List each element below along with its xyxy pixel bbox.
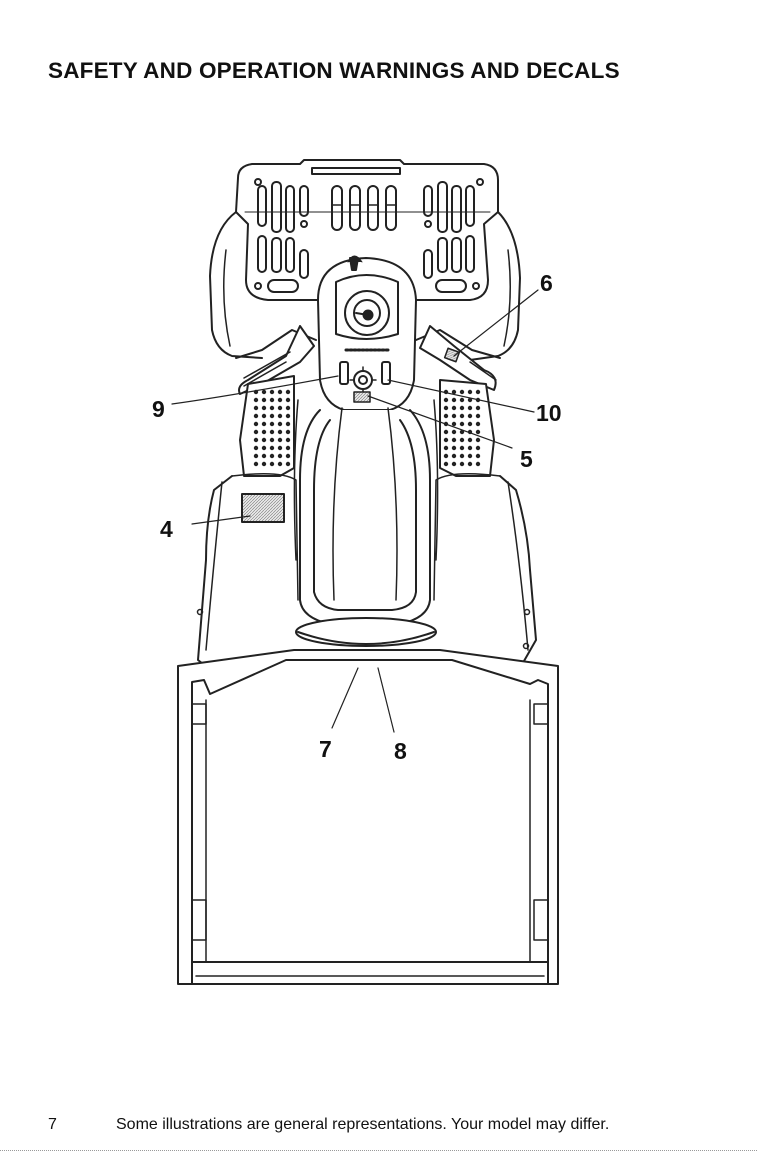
steering-pod: [318, 256, 416, 410]
callout-4: 4: [160, 518, 173, 541]
seat-body: [294, 400, 437, 646]
callout-9: 9: [152, 398, 165, 421]
callout-10: 10: [536, 402, 562, 425]
footer-note: Some illustrations are general represent…: [116, 1116, 609, 1134]
rear-fender-left: [198, 476, 232, 668]
decal-4-location: [242, 494, 284, 522]
rear-rack: [178, 650, 558, 984]
callout-8: 8: [394, 740, 407, 763]
right-footrest: [440, 380, 494, 476]
page-number: 7: [48, 1116, 57, 1134]
callout-6: 6: [540, 272, 553, 295]
left-footrest: [240, 376, 294, 476]
callout-7: 7: [319, 738, 332, 761]
rear-fender-right: [500, 476, 536, 668]
callout-5: 5: [520, 448, 533, 471]
bottom-rule: [0, 1150, 757, 1151]
